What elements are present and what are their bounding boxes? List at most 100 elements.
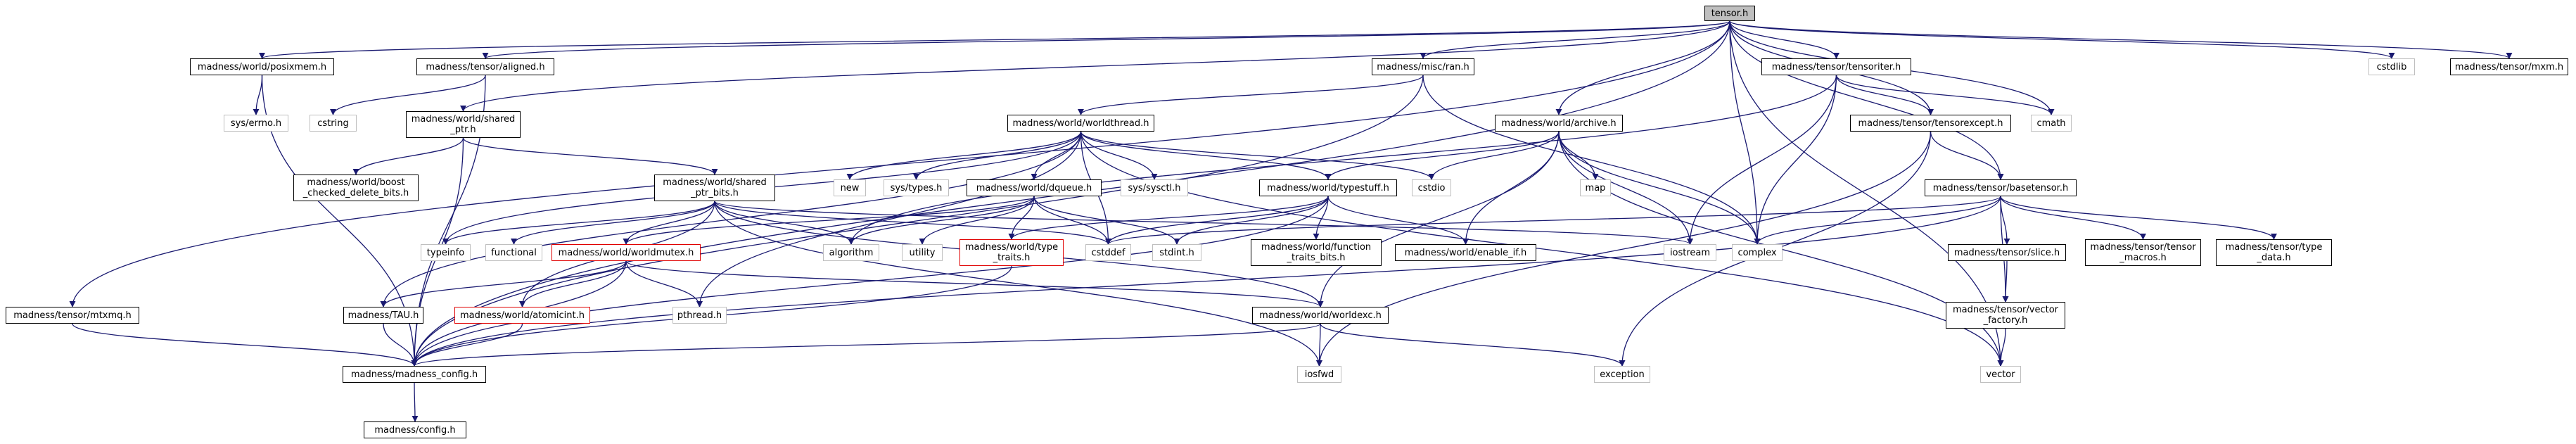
include-edge <box>1080 131 2004 367</box>
include-edge <box>1315 323 1323 367</box>
node-worldmutex-h[interactable]: madness/world/worldmutex.h <box>551 244 701 261</box>
include-edge <box>913 131 1082 180</box>
node-atomicint-h[interactable]: madness/world/atomicint.h <box>454 307 590 324</box>
node-tensoriter-h[interactable]: madness/tensor/tensoriter.h <box>1761 58 1911 75</box>
include-edge <box>714 201 1693 245</box>
include-edge <box>1420 20 1730 59</box>
include-edge <box>2002 260 2009 303</box>
node-new[interactable]: new <box>834 179 866 196</box>
include-edge <box>1008 196 1329 240</box>
node-type-traits-h[interactable]: madness/world/type _traits.h <box>959 239 1064 266</box>
include-edge <box>714 201 1111 245</box>
include-edge <box>518 260 627 307</box>
node-stdint-h[interactable]: stdint.h <box>1152 244 1201 261</box>
node-iosfwd[interactable]: iosfwd <box>1297 366 1341 383</box>
include-edge <box>442 201 715 245</box>
node-cmath[interactable]: cmath <box>2031 115 2072 132</box>
include-edge <box>1558 131 1694 245</box>
include-edge <box>1729 20 1840 59</box>
node-cstddef[interactable]: cstddef <box>1085 244 1131 261</box>
include-edge <box>1080 131 1158 180</box>
include-edge <box>411 323 1321 367</box>
node-sys-sysctl-h[interactable]: sys/sysctl.h <box>1121 179 1188 196</box>
include-edge <box>919 196 1035 245</box>
include-edge <box>1729 20 2395 59</box>
node-map[interactable]: map <box>1580 179 1611 196</box>
include-edge <box>1008 196 1035 240</box>
node-cstdio[interactable]: cstdio <box>1412 179 1451 196</box>
include-edge <box>1729 20 2004 367</box>
node-madness-config-h[interactable]: madness/madness_config.h <box>343 366 486 383</box>
include-edge <box>1835 75 2055 115</box>
node-sys-errno-h[interactable]: sys/errno.h <box>224 115 288 132</box>
include-edge <box>1555 20 1730 115</box>
include-edge <box>1105 196 2001 245</box>
node-algorithm[interactable]: algorithm <box>823 244 879 261</box>
include-edge <box>846 131 1082 180</box>
include-edge <box>1313 196 1329 240</box>
node-cstdlib[interactable]: cstdlib <box>2368 58 2415 75</box>
node-posixmem-h[interactable]: madness/world/posixmem.h <box>190 58 334 75</box>
node-exception[interactable]: exception <box>1594 366 1650 383</box>
node-ran-h[interactable]: madness/misc/ran.h <box>1372 58 1474 75</box>
include-edge <box>1031 131 1082 180</box>
include-edge <box>380 131 1082 307</box>
node-cstring[interactable]: cstring <box>310 115 357 132</box>
node-iostream[interactable]: iostream <box>1664 244 1716 261</box>
node-shared-ptr-bits-h[interactable]: madness/world/shared _ptr_bits.h <box>654 175 775 201</box>
node-mxm-h[interactable]: madness/tensor/mxm.h <box>2450 58 2568 75</box>
include-edge <box>625 260 703 307</box>
node-boost-checked-delete-h[interactable]: madness/world/boost _checked_delete_bits… <box>293 175 419 201</box>
node-typestuff-h[interactable]: madness/world/typestuff.h <box>1259 179 1397 196</box>
include-edge <box>1835 75 1934 115</box>
include-edge <box>1729 20 2004 180</box>
node-mtxmq-h[interactable]: madness/tensor/mtxmq.h <box>6 307 139 324</box>
include-edge <box>69 20 1730 307</box>
include-edge <box>462 137 718 175</box>
node-complex[interactable]: complex <box>1732 244 1783 261</box>
node-tensor-macros-h[interactable]: madness/tensor/tensor _macros.h <box>2085 239 2201 266</box>
node-tau-h[interactable]: madness/TAU.h <box>343 307 423 324</box>
node-dqueue-h[interactable]: madness/world/dqueue.h <box>967 179 1102 196</box>
node-pthread-h[interactable]: pthread.h <box>672 307 727 324</box>
node-slice-h[interactable]: madness/tensor/slice.h <box>1948 244 2066 261</box>
include-edge <box>623 201 715 245</box>
node-archive-h[interactable]: madness/world/archive.h <box>1495 115 1623 132</box>
include-edge <box>1558 131 1599 180</box>
node-utility[interactable]: utility <box>902 244 943 261</box>
node-vector-factory-h[interactable]: madness/tensor/vector _factory.h <box>1946 302 2065 329</box>
node-function-traits-h[interactable]: madness/world/function _traits_bits.h <box>1251 239 1382 266</box>
include-edge <box>253 75 263 115</box>
include-edge <box>412 382 419 422</box>
include-edge <box>714 201 1322 367</box>
include-edge <box>848 196 1035 245</box>
include-edge <box>2000 196 2277 240</box>
include-edge <box>625 260 1324 307</box>
include-edge <box>1033 196 1112 245</box>
node-shared-ptr-h[interactable]: madness/world/shared _ptr.h <box>406 111 521 138</box>
node-worldexc-h[interactable]: madness/world/worldexc.h <box>1252 307 1389 324</box>
include-edge <box>483 20 1730 59</box>
node-aligned-h[interactable]: madness/tensor/aligned.h <box>416 58 554 75</box>
node-tensor-h[interactable]: tensor.h <box>1704 6 1755 21</box>
include-edge <box>1033 196 1180 245</box>
node-type-data-h[interactable]: madness/tensor/type _data.h <box>2216 239 2332 266</box>
node-functional[interactable]: functional <box>485 244 542 261</box>
node-sys-types-h[interactable]: sys/types.h <box>884 179 949 196</box>
include-edge <box>1105 196 1329 245</box>
node-worldthread-h[interactable]: madness/world/worldthread.h <box>1007 115 1154 132</box>
node-tensorexcept-h[interactable]: madness/tensor/tensorexcept.h <box>1850 115 2011 132</box>
node-config-h[interactable]: madness/config.h <box>364 421 466 438</box>
include-edge <box>1173 196 1329 245</box>
include-edge <box>2000 196 2146 240</box>
include-edge <box>259 20 1730 59</box>
node-enable-if-h[interactable]: madness/world/enable_if.h <box>1395 244 1536 261</box>
include-edge <box>1320 323 1626 367</box>
node-vector[interactable]: vector <box>1980 366 2021 383</box>
node-basetensor-h[interactable]: madness/tensor/basetensor.h <box>1925 179 2077 196</box>
include-edge <box>1428 131 1560 180</box>
node-typeinfo[interactable]: typeinfo <box>421 244 471 261</box>
include-edge <box>1686 75 1837 245</box>
include-edge <box>1754 196 2001 245</box>
